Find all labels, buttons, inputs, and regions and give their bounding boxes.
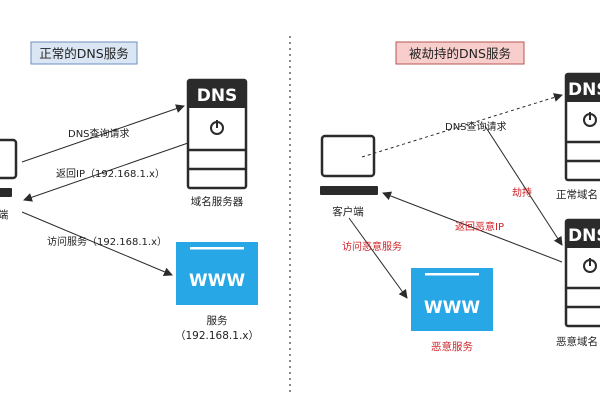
left-label-return-ip: 返回IP（192.168.1.x）	[56, 168, 165, 180]
right-arrow-return-malicious-ip	[382, 191, 563, 263]
left-www-service-icon	[176, 242, 258, 305]
right-label-visit-malicious: 访问恶意服务	[342, 240, 402, 253]
left-www-label: 服务	[207, 314, 228, 327]
left-title: 正常的DNS服务	[39, 46, 128, 61]
right-malicious-www-logo: WWW	[424, 298, 481, 318]
right-normal-dns-server-icon	[564, 72, 600, 182]
right-label-return-malicious-ip: 返回恶意IP	[455, 220, 504, 233]
right-label-dns-query: DNS查询请求	[445, 120, 507, 133]
right-client-computer-icon	[320, 134, 378, 195]
left-arrow-dns-query	[21, 104, 185, 163]
right-arrow-dns-query	[361, 93, 563, 158]
right-malicious-dns-label: 恶意域名	[556, 335, 598, 348]
left-client-label: 端	[0, 208, 9, 221]
right-malicious-www-icon	[411, 268, 493, 331]
left-arrow-visit-service	[21, 211, 173, 277]
right-malicious-service-label: 恶意服务	[431, 340, 473, 353]
left-panel: 正常的DNS服务 端 DNS 域名服务器 WWW 服务 （192.168.1.x…	[0, 41, 259, 342]
left-title-box	[30, 41, 138, 65]
left-dns-label: 域名服务器	[191, 195, 244, 208]
left-www-logo: WWW	[189, 271, 246, 291]
right-arrow-hijack	[484, 125, 563, 246]
left-dns-logo: DNS	[197, 86, 238, 106]
right-label-hijack: 劫持	[512, 186, 532, 199]
left-label-dns-query: DNS查询请求	[68, 127, 130, 140]
right-panel: 被劫持的DNS服务 客户端 DNS 正常域名 DNS 恶意域名	[320, 41, 600, 353]
right-client-label: 客户端	[332, 205, 364, 218]
right-malicious-dns-logo: DNS	[568, 226, 600, 246]
right-title: 被劫持的DNS服务	[409, 46, 511, 61]
right-normal-dns-logo: DNS	[568, 80, 600, 100]
left-client-computer-icon	[0, 138, 18, 197]
right-normal-dns-label: 正常域名	[556, 188, 598, 201]
left-label-visit-service: 访问服务（192.168.1.x）	[47, 235, 167, 248]
left-dns-server-icon	[186, 78, 248, 190]
left-arrow-return-ip	[23, 142, 189, 202]
right-malicious-dns-server-icon	[564, 218, 600, 328]
right-title-box	[395, 41, 525, 65]
left-www-ip: （192.168.1.x）	[175, 330, 259, 342]
right-arrow-visit-malicious	[348, 217, 408, 299]
